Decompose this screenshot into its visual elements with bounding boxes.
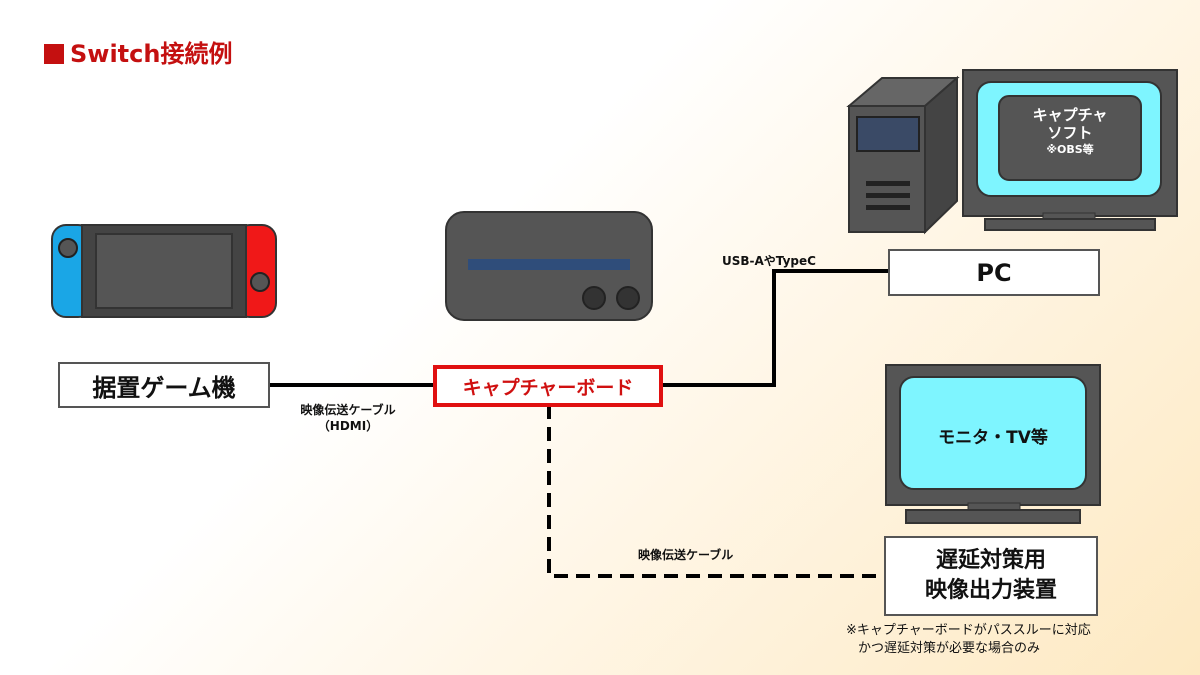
title-square-icon	[44, 44, 64, 64]
video-dashed-cable-line	[547, 405, 888, 578]
tv-screen-text: モニタ・TV等	[938, 428, 1048, 448]
hdmi-cable-label-line2: （HDMI）	[317, 419, 379, 433]
switch-console-icon	[51, 224, 277, 318]
tv-monitor-icon	[885, 364, 1101, 524]
capture-board-box: キャプチャーボード	[433, 365, 663, 407]
pc-monitor-icon	[962, 69, 1178, 231]
usb-cable-label: USB-AやTypeC	[722, 254, 816, 268]
video-dashed-cable-label: 映像伝送ケーブル	[638, 548, 734, 562]
pc-screen-text: キャプチャ ソフト ※OBS等	[999, 106, 1141, 158]
footnote-line2: かつ遅延対策が必要な場合のみ	[858, 641, 1041, 656]
pc-box: PC	[888, 249, 1100, 296]
hdmi-cable-label-line1: 映像伝送ケーブル	[300, 403, 396, 417]
footnote: ※キャプチャーボードがパススルーに対応 かつ遅延対策が必要な場合のみ	[846, 622, 1091, 658]
pc-tower-icon	[846, 75, 960, 235]
delay-device-box: 遅延対策用 映像出力装置	[884, 536, 1098, 616]
delay-device-label-line2: 映像出力装置	[924, 578, 1057, 603]
delay-device-label-line1: 遅延対策用	[935, 548, 1046, 573]
console-box: 据置ゲーム機	[58, 362, 270, 408]
title-text: Switch接続例	[70, 40, 233, 68]
console-label: 据置ゲーム機	[92, 373, 236, 402]
pc-screen-line2: ソフト	[1047, 124, 1093, 142]
page-title: Switch接続例	[44, 34, 232, 69]
hdmi-cable-label: 映像伝送ケーブル （HDMI）	[283, 402, 413, 434]
pc-screen-line1: キャプチャ	[1032, 106, 1108, 124]
capture-board-label: キャプチャーボード	[462, 376, 634, 399]
footnote-line1: ※キャプチャーボードがパススルーに対応	[846, 623, 1091, 638]
pc-screen-line3: ※OBS等	[1046, 143, 1094, 156]
pc-label: PC	[976, 258, 1012, 287]
capture-board-device-icon	[445, 211, 653, 321]
usb-cable-line	[662, 269, 888, 387]
